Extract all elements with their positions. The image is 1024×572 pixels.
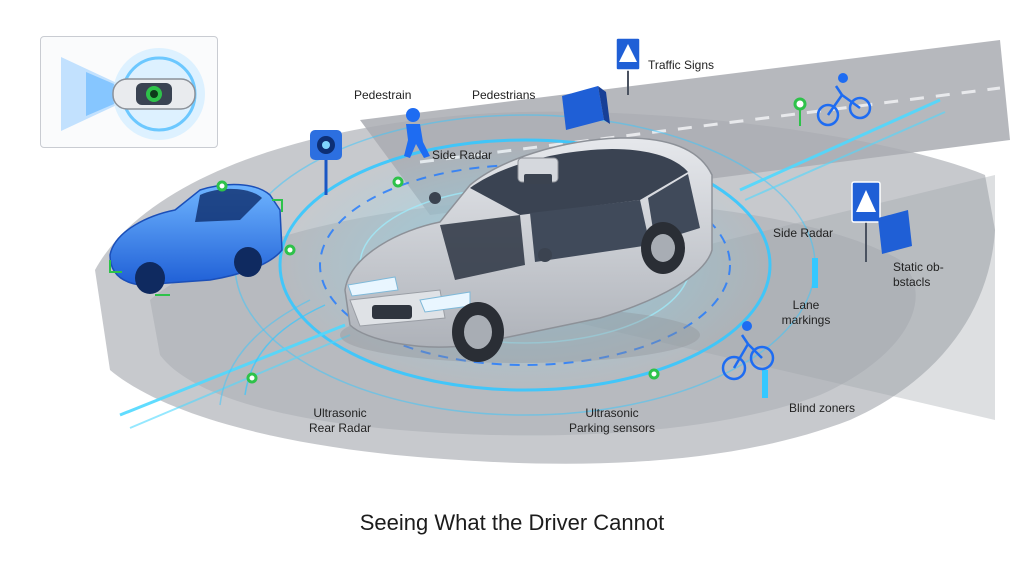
traffic-sign-icon xyxy=(851,181,912,262)
top-view-diagram xyxy=(61,48,205,140)
label-static-obstacles: Static ob- bstacls xyxy=(893,260,944,289)
label-lane-markings: Lane markings xyxy=(781,298,831,327)
label-blind-zones: Blind zoners xyxy=(789,401,856,415)
cyclist-icon xyxy=(721,321,775,381)
label-ultrasonic-parking-sensors: Ultrasonic Parking sensors xyxy=(568,406,656,435)
label-ultrasonic-rear-radar: Ultrasonic Rear Radar xyxy=(308,406,372,435)
detected-vehicle xyxy=(109,183,283,296)
diagram-title: Seeing What the Driver Cannot xyxy=(359,510,665,535)
static-obstacle-box xyxy=(562,86,610,130)
label-side-radar-right: Side Radar xyxy=(773,226,834,240)
lane-marker-post xyxy=(762,258,818,398)
label-pedestrain: Pedestrain xyxy=(354,88,412,102)
label-traffic-signs: Traffic Signs xyxy=(648,58,715,72)
sensor-dot-icon xyxy=(793,97,807,126)
cyclist-icon xyxy=(816,73,872,127)
label-pedestrians: Pedestrians xyxy=(472,88,536,102)
traffic-sign-icon xyxy=(615,37,641,95)
radar-beams xyxy=(119,98,946,429)
ego-car xyxy=(340,137,713,363)
camera-icon xyxy=(310,130,342,195)
pedestrian-icon xyxy=(404,108,430,158)
top-view-inset xyxy=(40,36,218,148)
sensor-markers xyxy=(216,176,660,384)
label-side-radar-left: Side Radar xyxy=(432,148,493,162)
